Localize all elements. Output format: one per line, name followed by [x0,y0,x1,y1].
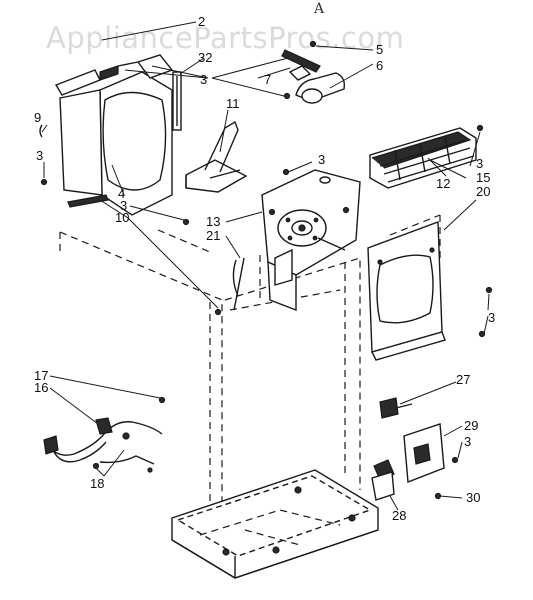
callout-21: 21 [206,228,220,243]
callout-3-left: 3 [36,148,43,163]
callout-30: 30 [466,490,480,505]
callout-labels: 2 32 3 9 3 11 4 3 10 5 6 7 3 3 15 12 20 … [34,14,495,523]
callout-17: 17 [34,368,48,383]
leader-lines [41,21,490,511]
part-16-power-cord [43,396,166,473]
callout-15: 15 [476,170,490,185]
callout-3-right: 3 [476,156,483,171]
callout-2: 2 [198,14,205,29]
callout-11: 11 [226,96,240,111]
callout-10: 10 [115,210,129,225]
callout-16: 16 [34,380,48,395]
motor-mount-parts [281,40,346,104]
callout-12: 12 [436,176,450,191]
callout-18: 18 [90,476,104,491]
cabinet-outline [59,214,441,540]
part-28-relay [371,459,395,501]
callout-29: 29 [464,418,478,433]
part-27-switch [379,397,413,419]
callout-32: 32 [198,50,212,65]
callout-28: 28 [392,508,406,523]
callout-6: 6 [376,58,383,73]
callout-3-rear: 3 [488,310,495,325]
part-9-clip [39,124,43,138]
part-10-strip [67,194,109,208]
corner-mark: A [313,1,325,17]
screws [40,168,290,316]
part-13-center-panel [232,169,361,312]
callout-20: 20 [476,184,490,199]
callout-9: 9 [34,110,41,125]
callout-4: 4 [118,186,125,201]
callout-3-top-left: 3 [200,72,207,87]
callout-3-center: 3 [318,152,325,167]
callout-27: 27 [456,372,470,387]
part-11-bracket [185,120,248,193]
part-29-control-box [403,423,459,500]
part-12-grille [369,124,484,189]
part-20-rear-panel [367,221,493,361]
base-pan [171,469,379,579]
part-32-strip [172,71,182,131]
callout-3-control: 3 [464,434,471,449]
callout-7: 7 [264,72,271,87]
callout-5: 5 [376,42,383,57]
fan-shroud [54,54,174,216]
watermark-text: AppliancePartsPros.com [46,21,404,55]
callout-3-mid-left: 3 [120,198,127,213]
callout-13: 13 [206,214,220,229]
